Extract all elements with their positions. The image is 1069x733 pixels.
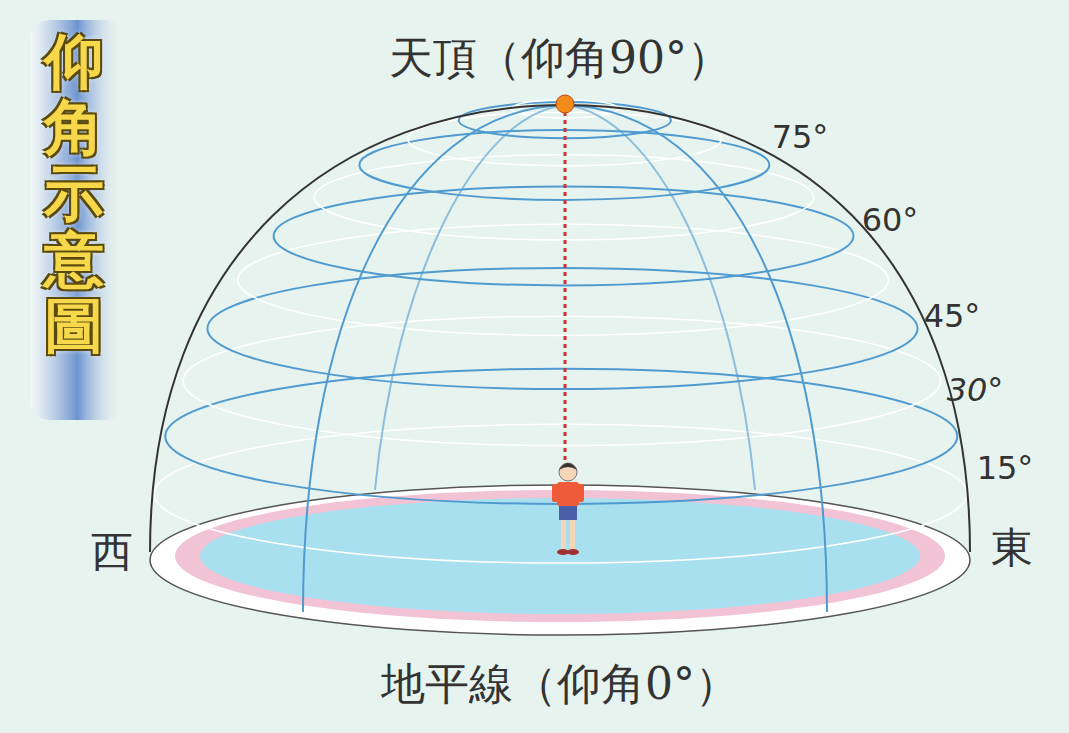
observer-figure: [552, 463, 584, 555]
angle-label: 75°: [772, 118, 829, 156]
angle-label: 15°: [977, 449, 1034, 487]
angle-label: 30°: [947, 371, 1004, 409]
meridian-line: [303, 105, 565, 612]
horizon-label: 地平線（仰角0°）: [381, 655, 739, 714]
direction-label: 西: [91, 524, 133, 580]
minor-ring: [238, 224, 889, 335]
meridian-line: [565, 105, 755, 490]
vertical-title: 仰角示意圖: [44, 28, 104, 358]
meridian-line: [375, 105, 565, 490]
angle-label: 60°: [862, 201, 919, 239]
meridian-line: [565, 105, 827, 612]
elevation-ring: [359, 130, 769, 200]
angle-label: 45°: [924, 297, 981, 335]
zenith-label: 天頂（仰角90°）: [389, 29, 731, 88]
direction-label: 東: [991, 520, 1033, 576]
